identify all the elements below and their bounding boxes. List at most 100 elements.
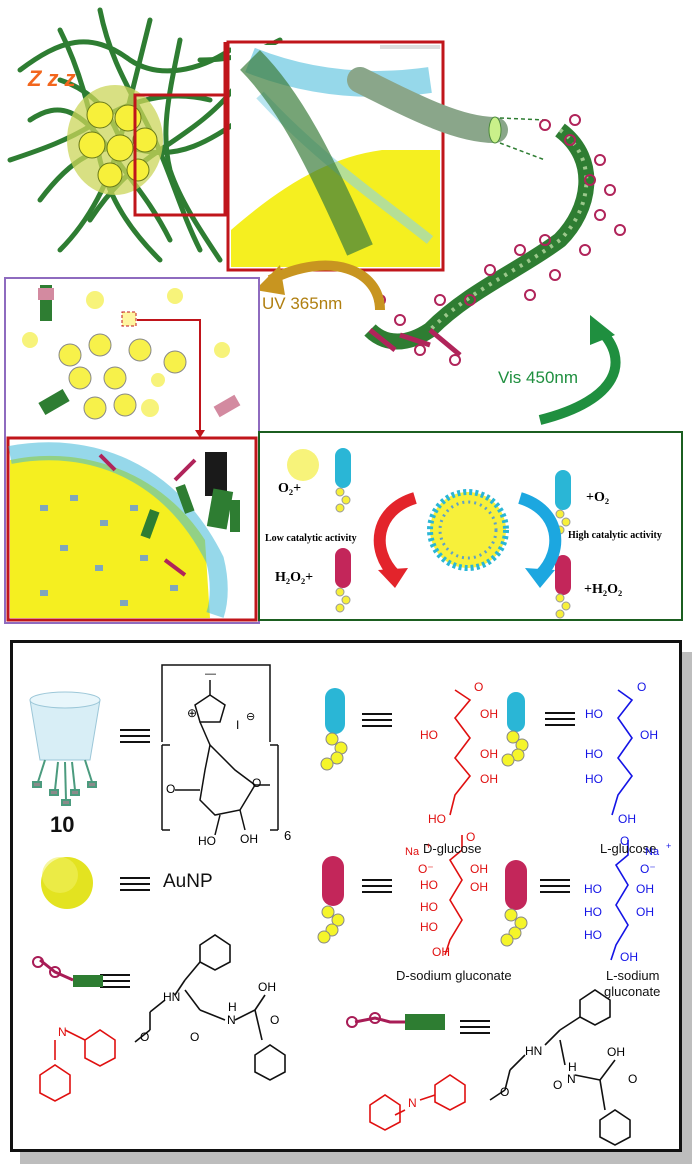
cd-plus: ⊕ — [187, 706, 198, 720]
l-gluconate-oh1: OH — [636, 882, 654, 896]
d-gluconate-oh2: OH — [470, 880, 488, 894]
pep-right-o1: O — [500, 1085, 510, 1099]
o2-left-label: O₂+ — [278, 481, 302, 496]
l-gluconate-na: Na — [645, 846, 660, 858]
zoom-frame-small — [133, 93, 227, 217]
l-gluconate-ominus: O⁻ — [640, 862, 656, 876]
cd-minus: ⊖ — [246, 711, 256, 723]
pep-right-hn: HN — [525, 1044, 543, 1058]
pep-right-oh: OH — [607, 1045, 625, 1059]
l-glucose-oh: OH — [640, 728, 658, 742]
pep-left-o2: O — [190, 1030, 200, 1044]
gluconate-capsule-right — [500, 860, 528, 947]
cd-ring-o: O — [252, 776, 262, 790]
d-gluconate-ho2: HO — [420, 900, 438, 914]
l-gluconate-oh2: OH — [636, 905, 654, 919]
d-gluconate-ominus: O⁻ — [418, 862, 434, 876]
pep-left-o3: O — [270, 1013, 280, 1027]
l-gluconate-skeleton — [610, 840, 629, 961]
d-glucose-oh2: OH — [480, 747, 498, 761]
glucose-capsule-right — [501, 692, 529, 767]
peptide-left-icon — [32, 956, 103, 987]
pep-right-n: N — [567, 1072, 576, 1086]
pep-left-azo-n: N — [58, 1025, 67, 1039]
d-gluconate-oh1: OH — [470, 862, 488, 876]
cd-iodide: I — [236, 718, 240, 732]
l-gluconate-name-1: L-sodium — [606, 968, 660, 983]
cd-structure — [161, 664, 279, 836]
l-glucose-ho3: HO — [585, 772, 603, 786]
d-gluconate-name: D-sodium gluconate — [396, 968, 512, 983]
d-gluconate-na-charge: + — [426, 841, 432, 851]
d-gluconate-oh3: OH — [432, 945, 450, 959]
glucose-capsule-left — [320, 688, 348, 771]
pep-left-oh: OH — [258, 980, 276, 994]
pep-right-o2: O — [553, 1078, 563, 1092]
zoomed-panel-content — [8, 442, 240, 618]
l-glucose-ho2: HO — [585, 747, 603, 761]
l-glucose-o: O — [637, 680, 647, 694]
azobenzene-right — [369, 1074, 466, 1131]
d-gluconate-skeleton — [444, 835, 463, 956]
pep-left-o1: O — [140, 1030, 150, 1044]
d-gluconate-ho3: HO — [420, 920, 438, 934]
azobenzene-left — [39, 1029, 116, 1102]
low-activity-label: Low catalytic activity — [265, 533, 357, 544]
l-glucose-ho1: HO — [585, 707, 603, 721]
l-glucose-skeleton — [611, 689, 634, 816]
cd-methyl: — — [205, 668, 216, 680]
pep-right-o3: O — [628, 1072, 638, 1086]
aunp-label: AuNP — [163, 871, 213, 892]
pep-left-hn: HN — [163, 990, 181, 1004]
vis-label: Vis 450nm — [498, 368, 579, 387]
d-gluconate-na: Na — [405, 846, 420, 858]
peptide-left-structure — [134, 934, 286, 1081]
high-activity-label: High catalytic activity — [568, 530, 662, 541]
pep-left-n: N — [227, 1013, 236, 1027]
d-glucose-o: O — [474, 680, 484, 694]
cd-oh: OH — [240, 832, 258, 846]
peptide-right-structure — [489, 989, 631, 1146]
o2-right-label: +O₂ — [586, 490, 610, 505]
l-gluconate-oh3: OH — [620, 950, 638, 964]
d-gluconate-ho1: HO — [420, 878, 438, 892]
l-gluconate-na-charge: + — [666, 841, 672, 851]
l-glucose-oh2: OH — [618, 812, 636, 826]
sleepy-nanoparticles — [67, 85, 163, 195]
h2o2-right-label: +H₂O₂ — [584, 582, 623, 597]
dispersed-particles — [22, 285, 241, 420]
uv-arrow — [267, 260, 385, 311]
l-gluconate-ho3: HO — [584, 928, 602, 942]
pep-right-azo-n: N — [408, 1096, 417, 1110]
d-glucose-ho: HO — [420, 728, 438, 742]
fiber-tube — [347, 67, 508, 143]
gluconate-capsule-left — [317, 856, 345, 944]
h2o2-left-label: H₂O₂+ — [275, 570, 314, 585]
pep-right-h: H — [568, 1060, 577, 1074]
cyclodextrin-graphic — [29, 691, 101, 806]
cd-o-left: O — [166, 782, 176, 796]
vis-arrow — [538, 326, 621, 425]
d-gluconate-o: O — [466, 830, 476, 844]
sleep-text: Z z z — [28, 66, 76, 91]
cd-subscript: 6 — [284, 828, 292, 843]
cd-ho: HO — [198, 834, 216, 848]
uv-label: UV 365nm — [262, 294, 343, 313]
l-gluconate-ho2: HO — [584, 905, 602, 919]
d-glucose-name: D-glucose — [423, 841, 482, 856]
compound-number: 10 — [50, 812, 75, 837]
d-glucose-oh1: OH — [480, 707, 498, 721]
peptide-right-icon — [346, 1012, 445, 1030]
l-glucose-name: L-glucose — [600, 841, 657, 856]
d-glucose-ho2: HO — [428, 812, 446, 826]
helical-fiber — [364, 114, 626, 366]
top-illustration — [4, 7, 683, 624]
l-gluconate-ho1: HO — [584, 882, 602, 896]
pep-left-h: H — [228, 1000, 237, 1014]
d-glucose-skeleton — [449, 689, 472, 816]
l-gluconate-o: O — [620, 834, 630, 848]
d-glucose-oh3: OH — [480, 772, 498, 786]
l-gluconate-name-2: gluconate — [604, 984, 661, 999]
catalysis-graphics — [287, 448, 571, 619]
